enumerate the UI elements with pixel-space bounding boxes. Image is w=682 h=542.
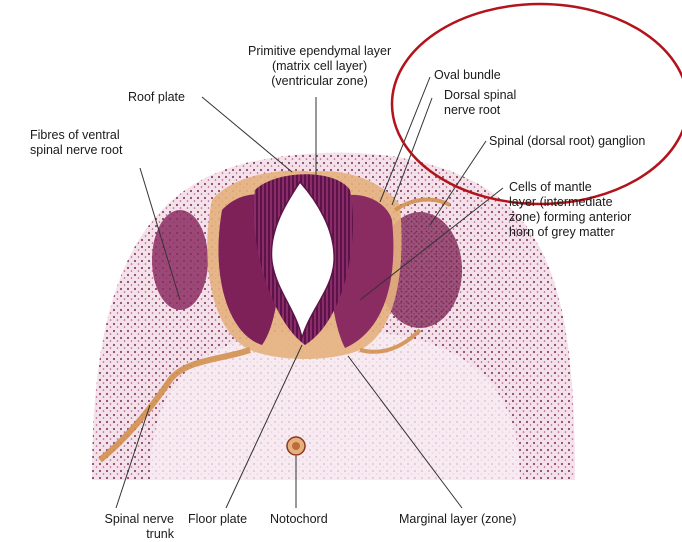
label-spinal-ganglion: Spinal (dorsal root) ganglion bbox=[489, 134, 645, 149]
label-spinal-nerve-trunk: Spinal nerve trunk bbox=[64, 512, 174, 542]
label-ventral-root-fibres: Fibres of ventral spinal nerve root bbox=[30, 128, 122, 158]
label-oval-bundle: Oval bundle bbox=[434, 68, 501, 83]
label-dorsal-spinal-root: Dorsal spinal nerve root bbox=[444, 88, 516, 118]
annotation-ellipse bbox=[392, 4, 682, 204]
leader-roof-plate bbox=[202, 97, 292, 172]
left-ventral-root-mass bbox=[152, 210, 208, 310]
label-floor-plate: Floor plate bbox=[188, 512, 247, 527]
label-roof-plate: Roof plate bbox=[128, 90, 185, 105]
label-mantle-cells: Cells of mantle layer (intermediate zone… bbox=[509, 180, 631, 240]
label-primitive-ependymal: Primitive ependymal layer (matrix cell l… bbox=[248, 44, 391, 89]
label-marginal-layer: Marginal layer (zone) bbox=[399, 512, 516, 527]
notochord-core bbox=[292, 442, 300, 450]
label-notochord: Notochord bbox=[270, 512, 328, 527]
